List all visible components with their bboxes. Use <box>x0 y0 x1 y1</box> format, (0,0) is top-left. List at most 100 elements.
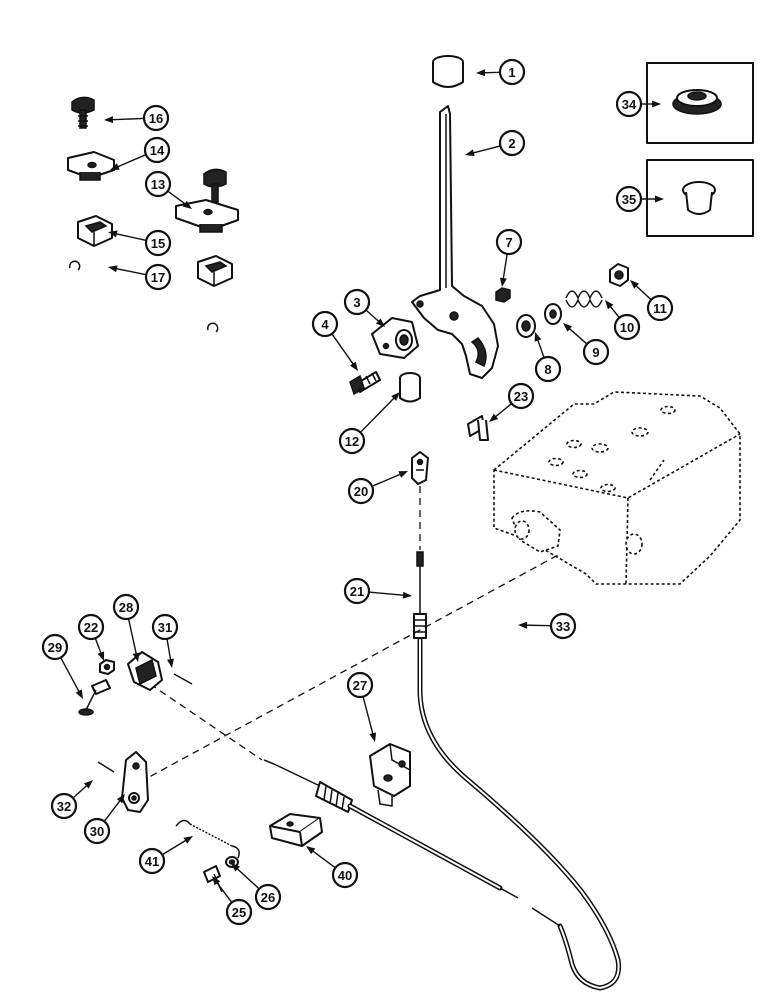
leader-line-12 <box>359 395 397 433</box>
screw-4 <box>349 371 381 396</box>
leader-line-8 <box>536 337 545 358</box>
callout-number-7: 7 <box>505 235 512 250</box>
leader-arrow-17 <box>108 265 118 273</box>
inset-box-35 <box>646 159 754 237</box>
thumb-screw-16-right <box>203 168 227 203</box>
washer-26 <box>225 856 239 868</box>
callout-circle-10 <box>613 313 641 341</box>
leader-line-3 <box>365 309 381 324</box>
control-cable-21 <box>413 551 622 991</box>
leader-line-27 <box>362 696 375 737</box>
leader-line-30 <box>103 798 122 822</box>
callout-circle-28 <box>112 593 140 621</box>
leader-arrow-21 <box>402 591 412 599</box>
leader-arrow-3 <box>375 318 385 327</box>
bracket-27 <box>369 743 411 807</box>
callout-number-16: 16 <box>149 111 163 126</box>
callout-leaders <box>60 69 664 903</box>
pivot-housing-3 <box>371 317 419 359</box>
leader-line-23 <box>493 403 513 419</box>
leader-arrow-2 <box>465 149 475 157</box>
clip-14 <box>67 151 115 181</box>
pin-32 <box>97 761 115 773</box>
clevis-20 <box>411 451 429 485</box>
callout-circle-26 <box>254 883 282 911</box>
callout-number-28: 28 <box>119 600 133 615</box>
callout-number-41: 41 <box>145 854 159 869</box>
leader-line-15 <box>113 232 147 242</box>
callout-circle-8 <box>534 355 562 383</box>
leader-arrow-27 <box>369 732 377 742</box>
callout-number-31: 31 <box>158 620 172 635</box>
leader-arrow-26 <box>231 863 240 872</box>
callout-number-15: 15 <box>151 236 165 251</box>
callout-circle-9 <box>582 338 610 366</box>
nut-11 <box>609 263 629 287</box>
leader-arrow-9 <box>563 323 573 332</box>
leader-arrow-32 <box>83 780 93 789</box>
callout-circle-33 <box>549 612 577 640</box>
leader-line-13 <box>167 190 188 207</box>
bracket-40 <box>269 813 323 847</box>
leader-arrow-7 <box>499 277 507 287</box>
knob-1 <box>432 55 464 88</box>
clevis-28 <box>127 651 163 691</box>
leader-arrow-34 <box>652 100 661 108</box>
callout-circle-3 <box>343 288 371 316</box>
leader-line-21 <box>368 591 407 597</box>
callout-number-26: 26 <box>261 890 275 905</box>
thumb-screw-16-left <box>71 96 95 129</box>
callout-number-3: 3 <box>353 295 360 310</box>
leader-line-11 <box>633 283 652 301</box>
leader-arrow-4 <box>349 361 358 371</box>
callout-number-40: 40 <box>338 868 352 883</box>
callout-labels: 1234789101112131415161720212223252627282… <box>41 58 674 926</box>
callout-circle-27 <box>346 671 374 699</box>
nut-7 <box>495 287 511 303</box>
callout-number-35: 35 <box>622 192 636 207</box>
callout-circle-29 <box>41 633 69 661</box>
callout-number-2: 2 <box>508 136 515 151</box>
callout-number-27: 27 <box>353 678 367 693</box>
block-15-left <box>77 215 113 247</box>
clip-13 <box>175 199 239 233</box>
leader-line-31 <box>166 638 172 663</box>
callout-circle-20 <box>347 477 375 505</box>
callout-circle-25 <box>225 898 253 926</box>
spring-10 <box>565 290 603 308</box>
callout-number-29: 29 <box>48 640 62 655</box>
leader-line-33 <box>523 624 552 627</box>
leader-line-17 <box>113 267 147 276</box>
leader-arrow-20 <box>398 471 408 478</box>
alignment-line-lever-to-valve <box>139 553 561 783</box>
leader-arrow-22 <box>97 651 105 661</box>
leader-arrow-14 <box>110 163 120 170</box>
callout-number-17: 17 <box>151 270 165 285</box>
leader-line-7 <box>502 253 508 282</box>
alignment-line-clevis-to-cable <box>149 683 263 761</box>
leader-line-4 <box>331 333 356 367</box>
leader-arrow-11 <box>630 280 639 289</box>
leader-line-40 <box>310 849 336 869</box>
leader-arrow-31 <box>167 658 174 668</box>
callout-number-33: 33 <box>556 619 570 634</box>
valve-body <box>493 391 741 585</box>
callout-number-4: 4 <box>321 317 329 332</box>
leader-arrow-23 <box>489 413 499 422</box>
fitting-23 <box>467 415 489 441</box>
callout-circle-23 <box>507 382 535 410</box>
callout-number-20: 20 <box>354 484 368 499</box>
callout-circle-13 <box>144 170 172 198</box>
leader-arrow-8 <box>534 332 542 342</box>
leader-line-41 <box>161 838 189 856</box>
leader-arrow-13 <box>182 200 192 209</box>
e-ring-17-left <box>68 260 81 271</box>
leader-arrow-29 <box>75 689 83 699</box>
callout-number-13: 13 <box>151 177 165 192</box>
callout-circle-34 <box>615 90 643 118</box>
callout-circle-21 <box>343 577 371 605</box>
leader-arrow-16 <box>104 116 114 124</box>
callout-circle-2 <box>498 129 526 157</box>
callout-number-34: 34 <box>622 97 637 112</box>
